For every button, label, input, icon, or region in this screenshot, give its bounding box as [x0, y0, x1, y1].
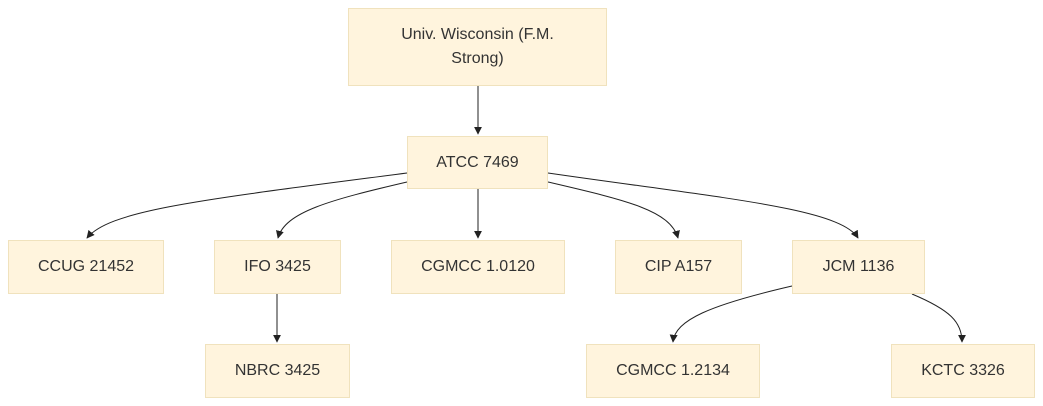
node-jcm-1136: JCM 1136	[792, 240, 925, 294]
edge-jcm-kctc-arrow	[911, 293, 966, 343]
node-label: CIP A157	[644, 258, 713, 275]
node-atcc-7469: ATCC 7469	[407, 136, 548, 189]
node-nbrc-3425: NBRC 3425	[205, 344, 350, 398]
node-cip-a157: CIP A157	[615, 240, 742, 294]
edge-atcc-cip-arrow	[547, 181, 680, 239]
node-label: CGMCC 1.0120	[421, 258, 535, 275]
node-label: CGMCC 1.2134	[616, 362, 730, 379]
edge-jcm-cgmcc2-arrow	[669, 285, 793, 343]
edge-atcc-ccug-arrow	[86, 172, 408, 239]
edge-atcc-jcm-arrow	[547, 172, 859, 239]
node-ccug-21452: CCUG 21452	[8, 240, 164, 294]
node-label: CCUG 21452	[37, 258, 135, 275]
node-label: IFO 3425	[244, 258, 311, 275]
node-ifo-3425: IFO 3425	[214, 240, 341, 294]
node-label: JCM 1136	[822, 258, 895, 275]
node-cgmcc-1-0120: CGMCC 1.0120	[391, 240, 565, 294]
node-label: ATCC 7469	[436, 153, 519, 171]
node-kctc-3326: KCTC 3326	[891, 344, 1035, 398]
node-label: KCTC 3326	[921, 362, 1005, 379]
edge-atcc-ifo-arrow	[276, 181, 408, 239]
node-label: Univ. Wisconsin (F.M. Strong)	[401, 26, 554, 67]
node-univ-wisconsin: Univ. Wisconsin (F.M. Strong)	[348, 8, 607, 86]
node-cgmcc-1-2134: CGMCC 1.2134	[586, 344, 760, 398]
node-label: NBRC 3425	[234, 362, 321, 379]
